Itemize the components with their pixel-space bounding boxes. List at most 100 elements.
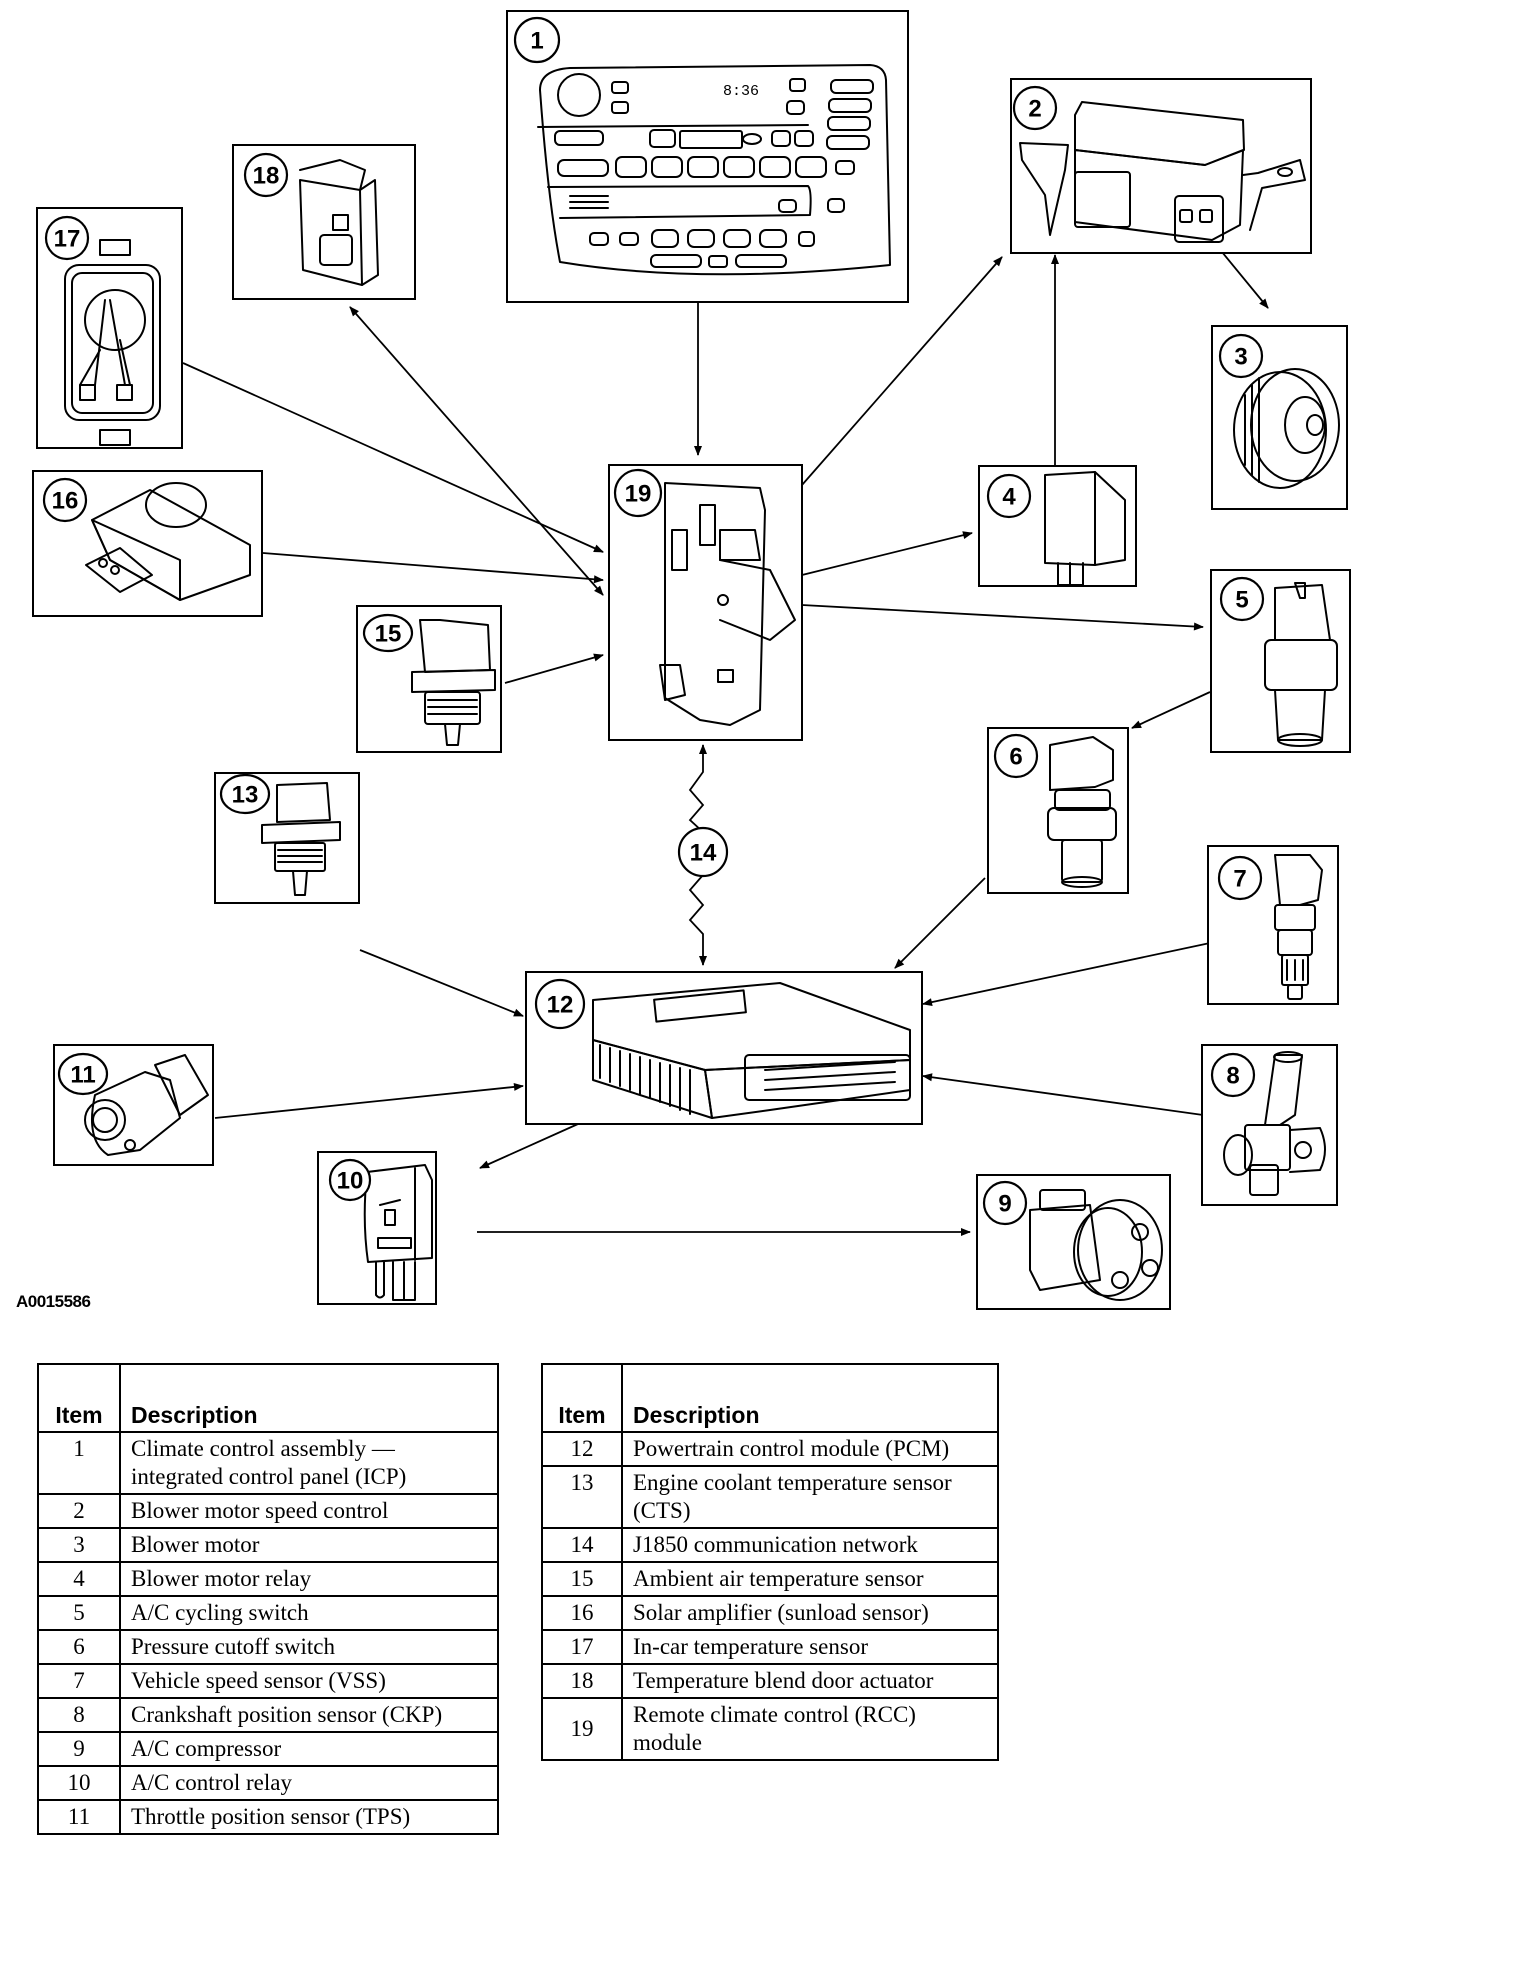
component-9-ac-compressor[interactable]: 9 — [976, 1174, 1171, 1310]
badge-17: 17 — [54, 226, 81, 253]
conn-network-12 — [688, 874, 707, 966]
legend-item-description: J1850 communication network — [621, 1527, 999, 1563]
component-3-blower-motor[interactable]: 3 — [1211, 325, 1348, 510]
component-15-ambient-air-sensor[interactable]: 15 — [356, 605, 502, 753]
legend-item-description: Throttle position sensor (TPS) — [119, 1799, 499, 1835]
legend-item-description: Pressure cutoff switch — [119, 1629, 499, 1665]
component-4-blower-relay[interactable]: 4 — [978, 465, 1137, 587]
badge-9: 9 — [998, 1191, 1011, 1218]
component-13-cts[interactable]: 13 — [214, 772, 360, 904]
legend-item-description: Vehicle speed sensor (VSS) — [119, 1663, 499, 1699]
badge-16: 16 — [52, 488, 79, 515]
header-description: Description — [621, 1363, 999, 1433]
component-18-blend-door-actuator[interactable]: 18 — [232, 144, 416, 300]
legend-item-number: 16 — [541, 1595, 623, 1631]
badge-12: 12 — [547, 992, 574, 1019]
badge-13: 13 — [232, 782, 259, 809]
badge-1: 1 — [530, 28, 543, 55]
legend-item-number: 6 — [37, 1629, 121, 1665]
component-16-solar-amplifier[interactable]: 16 — [32, 470, 263, 617]
legend-item-description: Blower motor — [119, 1527, 499, 1563]
conn-19-18 — [349, 306, 604, 596]
header-item: Item — [37, 1363, 121, 1433]
legend-item-number: 2 — [37, 1493, 121, 1529]
legend-item-number: 13 — [541, 1465, 623, 1529]
badge-7: 7 — [1233, 866, 1246, 893]
legend-item-number: 8 — [37, 1697, 121, 1733]
legend-item-number: 17 — [541, 1629, 623, 1665]
legend-item-number: 4 — [37, 1561, 121, 1597]
badge-11: 11 — [70, 1062, 95, 1089]
component-14-j1850-network[interactable]: 14 — [677, 826, 729, 878]
component-6-pressure-cutoff-switch[interactable]: 6 — [987, 727, 1129, 894]
component-5-ac-cycling-switch[interactable]: 5 — [1210, 569, 1351, 753]
conn-6-12 — [894, 877, 986, 969]
legend-item-description: Blower motor relay — [119, 1561, 499, 1597]
component-7-vss[interactable]: 7 — [1207, 845, 1339, 1005]
component-10-ac-control-relay[interactable]: 10 — [317, 1151, 437, 1305]
legend-item-number: 11 — [37, 1799, 121, 1835]
legend-item-description: In-car temperature sensor — [621, 1629, 999, 1665]
conn-13-12 — [359, 949, 524, 1017]
badge-4: 4 — [1002, 484, 1016, 511]
legend-item-description: Crankshaft position sensor (CKP) — [119, 1697, 499, 1733]
badge-18: 18 — [253, 163, 280, 190]
conn-19-4 — [801, 531, 973, 576]
legend-item-number: 12 — [541, 1431, 623, 1467]
legend-item-number: 3 — [37, 1527, 121, 1563]
badge-8: 8 — [1226, 1063, 1239, 1090]
legend-item-description: Engine coolant temperature sensor (CTS) — [621, 1465, 999, 1529]
badge-3: 3 — [1234, 344, 1247, 371]
legend-item-description: A/C control relay — [119, 1765, 499, 1801]
header-description: Description — [119, 1363, 499, 1433]
component-8-ckp[interactable]: 8 — [1201, 1044, 1338, 1206]
legend-item-number: 7 — [37, 1663, 121, 1699]
component-2-blower-speed-control[interactable]: 2 — [1010, 78, 1312, 254]
legend-item-description: Temperature blend door actuator — [621, 1663, 999, 1699]
component-17-in-car-temp-sensor[interactable]: 17 — [36, 207, 183, 449]
component-1-icp[interactable]: 8:36 1 — [506, 10, 909, 303]
legend-item-description: A/C compressor — [119, 1731, 499, 1767]
conn-7-12 — [922, 942, 1211, 1007]
legend-item-description: Blower motor speed control — [119, 1493, 499, 1529]
conn-12-10 — [479, 1123, 579, 1169]
badge-5: 5 — [1235, 587, 1248, 614]
badge-15: 15 — [375, 621, 402, 648]
badge-14: 14 — [690, 840, 717, 867]
header-item: Item — [541, 1363, 623, 1433]
conn-16-19 — [262, 552, 604, 584]
conn-8-12 — [922, 1073, 1204, 1116]
legend-item-number: 18 — [541, 1663, 623, 1699]
conn-19-12-network — [688, 744, 707, 833]
component-19-rcc-module[interactable]: 19 — [608, 464, 803, 741]
badge-2: 2 — [1028, 96, 1041, 123]
component-12-pcm[interactable]: 12 — [525, 971, 923, 1125]
legend-item-number: 19 — [541, 1697, 623, 1761]
legend-item-description: Ambient air temperature sensor — [621, 1561, 999, 1597]
legend-item-description: Powertrain control module (PCM) — [621, 1431, 999, 1467]
component-11-tps[interactable]: 11 — [53, 1044, 214, 1166]
conn-2-3 — [1221, 251, 1269, 309]
figure-id: A0015586 — [16, 1292, 91, 1311]
conn-5-6 — [1131, 691, 1211, 729]
icp-clock-display: 8:36 — [723, 83, 759, 100]
legend-header-row: Item Description — [541, 1363, 999, 1433]
legend-item-description: A/C cycling switch — [119, 1595, 499, 1631]
badge-19: 19 — [625, 481, 652, 508]
legend-item-number: 1 — [37, 1431, 121, 1495]
legend-item-description: Climate control assembly — integrated co… — [119, 1431, 499, 1495]
legend-item-number: 10 — [37, 1765, 121, 1801]
